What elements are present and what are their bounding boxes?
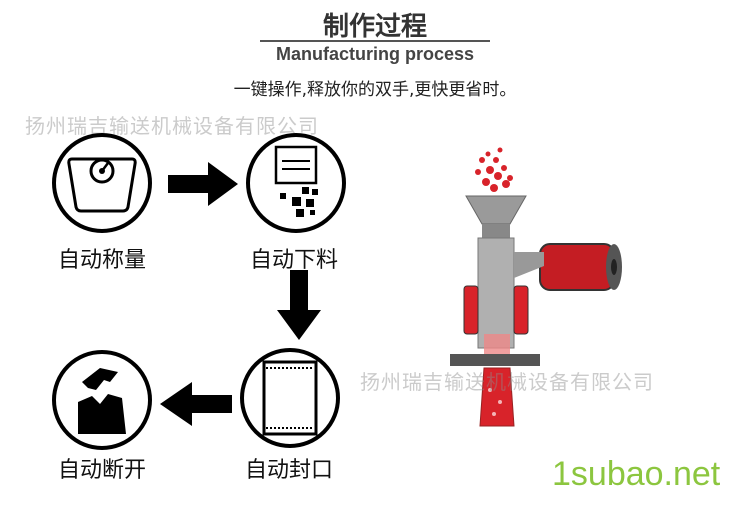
step-label-sealing: 自动封口 bbox=[245, 458, 334, 483]
site-watermark: 1subao.net bbox=[552, 455, 721, 493]
product-pellets bbox=[475, 147, 513, 192]
step-label-cutting: 自动断开 bbox=[58, 458, 147, 483]
scale-icon bbox=[52, 133, 152, 233]
cutting-icon bbox=[52, 350, 152, 450]
arrow-down-icon bbox=[277, 270, 321, 340]
arrow-left-icon bbox=[160, 382, 232, 426]
film-roll bbox=[539, 243, 622, 291]
tagline: 一键操作,释放你的双手,更快更省时。 bbox=[233, 80, 517, 100]
watermark-top: 扬州瑞吉输送机械设备有限公司 bbox=[25, 114, 319, 138]
step-label-weighing: 自动称量 bbox=[58, 248, 147, 273]
page-title: 制作过程 bbox=[322, 12, 427, 42]
watermark-bottom: 扬州瑞吉输送机械设备有限公司 bbox=[360, 370, 654, 394]
arrow-right-icon bbox=[168, 162, 238, 206]
feeding-icon bbox=[246, 133, 346, 233]
step-label-feeding: 自动下料 bbox=[250, 248, 339, 273]
page-subtitle: Manufacturing process bbox=[275, 44, 475, 64]
sealing-icon bbox=[240, 348, 340, 448]
packing-machine-illustration bbox=[450, 147, 622, 427]
subtitle-block: Manufacturing process bbox=[260, 40, 490, 65]
